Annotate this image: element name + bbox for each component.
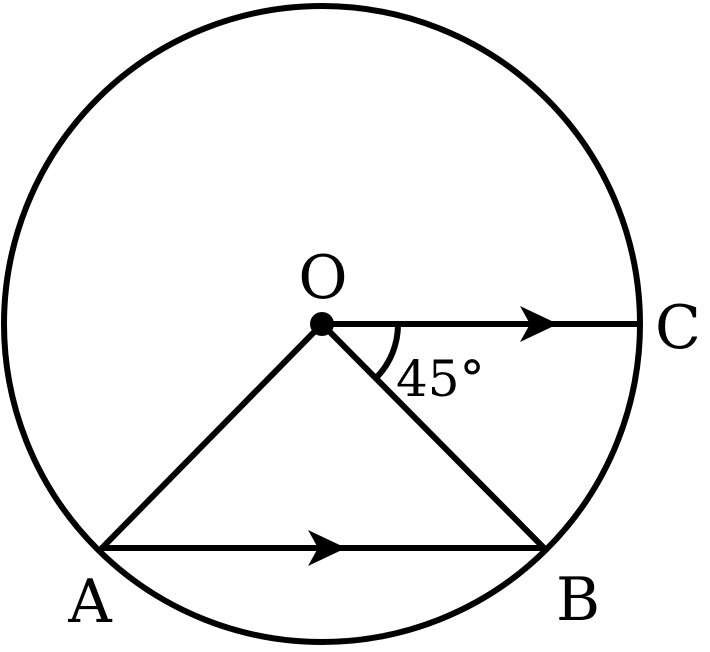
label-o: O [298,243,347,313]
angle-arc [373,321,402,381]
center-point [310,312,334,336]
angle-label: 45° [396,350,485,408]
parallel-arrow-ab [308,530,346,566]
parallel-arrow-oc [520,306,558,342]
label-a: A [67,567,112,637]
label-c: C [655,293,701,363]
radius-oa [99,321,325,551]
label-b: B [556,565,600,635]
radius-ob [319,321,547,551]
